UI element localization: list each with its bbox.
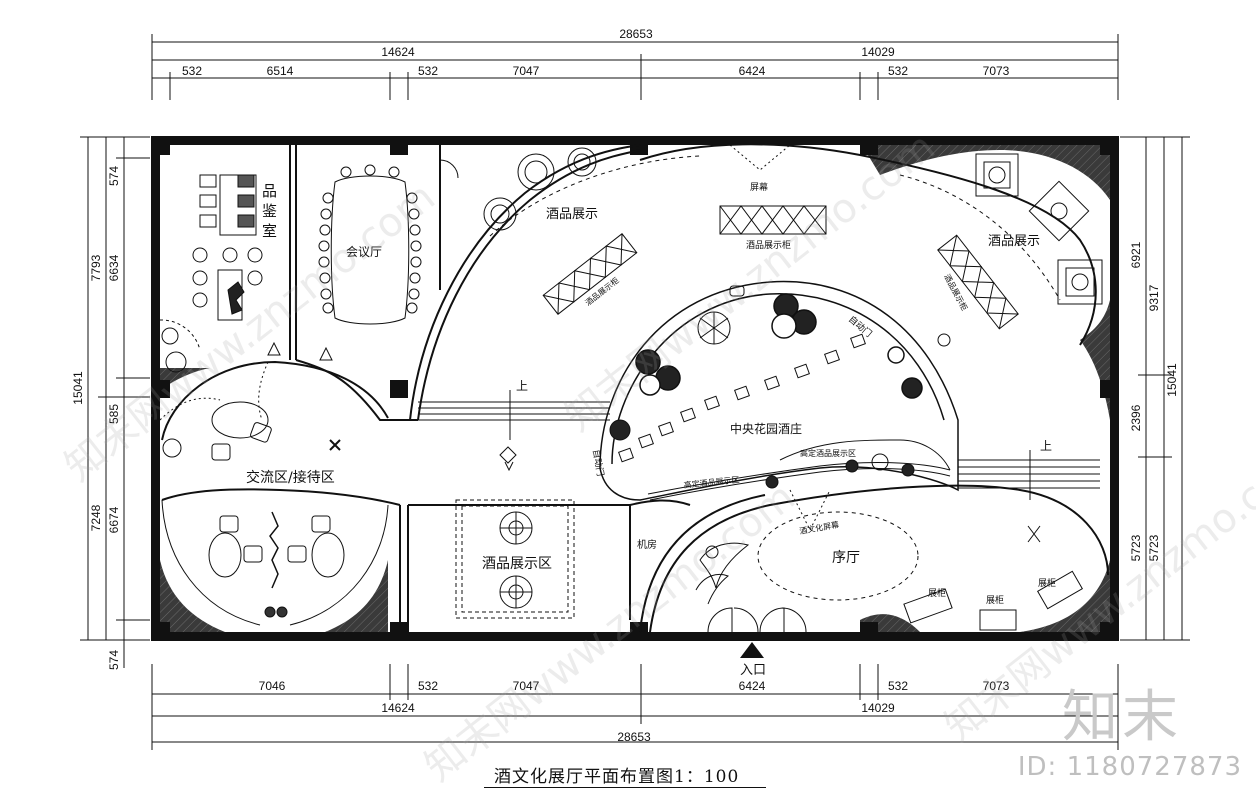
label-high-cabinet-a: 高定酒品展示区 [683,474,740,490]
drawing-title: 酒文化展厅平面布置图1：100 [494,767,740,787]
dim-bottom-seg: 6424 [739,679,766,693]
dim-top-half-left: 14624 [381,45,415,59]
watermark-id: ID: 1180727873 [1017,752,1242,782]
staircase-left [418,390,610,440]
left-dimensions [80,136,150,668]
dim-left-inner: 574 [107,166,121,186]
room-central-garden: 中央花园酒庄 [730,421,802,436]
dim-left-outer: 7793 [89,254,103,281]
dim-bottom-seg: 7047 [513,679,540,693]
room-tasting-1: 品 [262,182,277,200]
plant-icon [159,319,333,373]
top-dimensions [151,34,1119,100]
label-screen: 屏幕 [750,181,768,193]
dim-top-seg: 6424 [739,64,766,78]
label-cabinet-center: 酒品展示柜 [746,239,791,251]
dim-top-seg: 532 [182,64,202,78]
dim-right-inner: 5723 [1129,534,1143,561]
up-arrow-left: 上 [516,379,528,393]
room-wine-show-right: 酒品展示 [988,234,1040,249]
room-wine-display-center: 酒品展示区 [482,556,552,572]
dim-top-half-right: 14029 [861,45,895,59]
room-meeting: 会议厅 [346,245,382,259]
label-high-cabinet-b: 高定酒品展示区 [800,448,856,458]
right-dimensions [1120,136,1190,641]
dim-right-total: 15041 [1165,363,1179,397]
label-display-3: 展柜 [1038,577,1056,589]
exhibition-left-bay [483,144,791,237]
dim-right-inner: 2396 [1129,404,1143,431]
up-arrow-right: 上 [1040,439,1052,453]
wine-cabinet-center [719,205,827,235]
label-auto-door-left: 自动门 [590,448,607,477]
label-display-2: 展柜 [986,594,1004,606]
label-auto-door-top: 自动门 [846,313,874,340]
watermark-logo: 知末 [1062,685,1182,750]
room-wine-show-left: 酒品展示 [546,207,598,222]
wine-cabinet-right [937,234,1019,330]
room-prelude-hall: 序厅 [832,550,860,566]
dim-bottom-total: 28653 [617,730,651,744]
label-culture-screen: 酒文化屏幕 [799,519,840,536]
dim-bottom-seg: 532 [888,679,908,693]
label-display-1: 展柜 [928,587,946,599]
dim-top-total: 28653 [619,27,653,41]
dim-right-inner: 6921 [1129,241,1143,268]
dim-top-seg: 7047 [513,64,540,78]
entrance-arrow-icon [740,642,764,658]
room-machine: 机房 [637,538,657,551]
title-underline [484,787,766,788]
room-tasting-3: 室 [262,222,277,240]
dim-top-seg: 7073 [983,64,1010,78]
dim-top-seg: 532 [888,64,908,78]
wine-cabinet-left [542,233,638,315]
center-display-furniture [455,446,575,619]
dim-right-outer: 9317 [1147,284,1161,311]
room-reception: 交流区/接待区 [246,469,335,486]
bottom-dimensions [151,664,1119,750]
reception-furniture [159,361,341,461]
dim-left-total: 15041 [71,371,85,405]
dim-left-inner: 574 [107,650,121,670]
meeting-table [318,159,459,325]
dim-left-outer: 7248 [89,504,103,531]
dim-left-inner: 6674 [107,506,121,533]
dim-bottom-half-left: 14624 [381,701,415,715]
dim-left-inner: 585 [107,404,121,424]
prelude-hall [695,489,1084,633]
central-garden-area [599,280,959,501]
dim-left-inner: 6634 [107,254,121,281]
dim-bottom-seg: 7073 [983,679,1010,693]
tasting-room-furniture [192,174,263,321]
staircase-right [958,450,1100,500]
exhibition-right-bay [899,153,1103,347]
dim-right-outer: 5723 [1147,534,1161,561]
lounge-furniture [161,499,389,626]
dim-top-seg: 6514 [267,64,294,78]
dim-bottom-half-right: 14029 [861,701,895,715]
label-entrance: 入口 [740,663,766,678]
label-cabinet-right: 酒品展示柜 [942,272,970,312]
dim-bottom-seg: 532 [418,679,438,693]
dim-bottom-seg: 7046 [259,679,286,693]
dim-top-seg: 532 [418,64,438,78]
room-tasting-2: 鉴 [262,202,277,220]
